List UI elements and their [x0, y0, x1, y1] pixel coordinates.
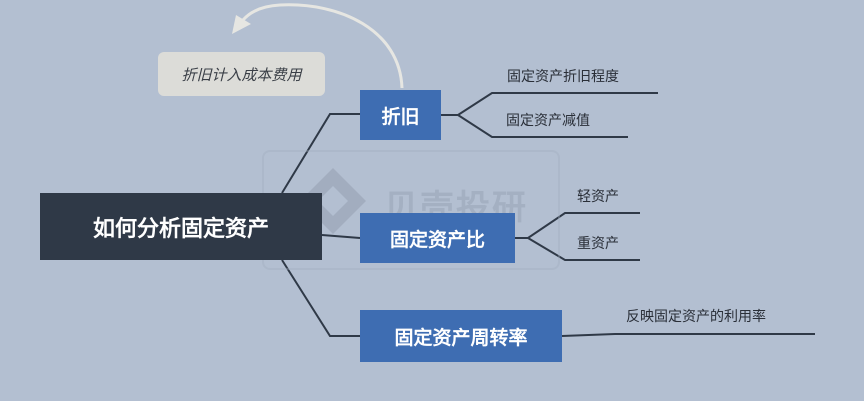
leaf-heavy-asset[interactable]: 重资产 — [577, 236, 619, 252]
callout-arrow — [241, 3, 404, 89]
leaf-depreciation-degree[interactable]: 固定资产折旧程度 — [507, 69, 619, 85]
leaf-utilization-rate[interactable]: 反映固定资产的利用率 — [626, 309, 766, 325]
connector-root-to-depreciation — [281, 113, 360, 194]
leaf-light-asset[interactable]: 轻资产 — [577, 189, 619, 205]
leaf-asset-impairment[interactable]: 固定资产减值 — [506, 113, 590, 129]
connector-root-to-ratio — [321, 234, 361, 239]
branch-depreciation[interactable]: 折旧 — [360, 90, 441, 140]
connector-root-to-turnover — [281, 259, 360, 337]
root-node[interactable]: 如何分析固定资产 — [40, 193, 322, 260]
branch-fixed-asset-ratio[interactable]: 固定资产比 — [360, 213, 515, 263]
connector-ratio-leaves — [515, 212, 640, 261]
connector-depreciation-leaves — [441, 92, 658, 138]
connector-turnover-leaf — [561, 333, 815, 337]
callout-arrow-head — [232, 15, 251, 34]
depreciation-callout: 折旧计入成本费用 — [158, 52, 325, 96]
branch-fixed-asset-turnover[interactable]: 固定资产周转率 — [360, 310, 562, 362]
